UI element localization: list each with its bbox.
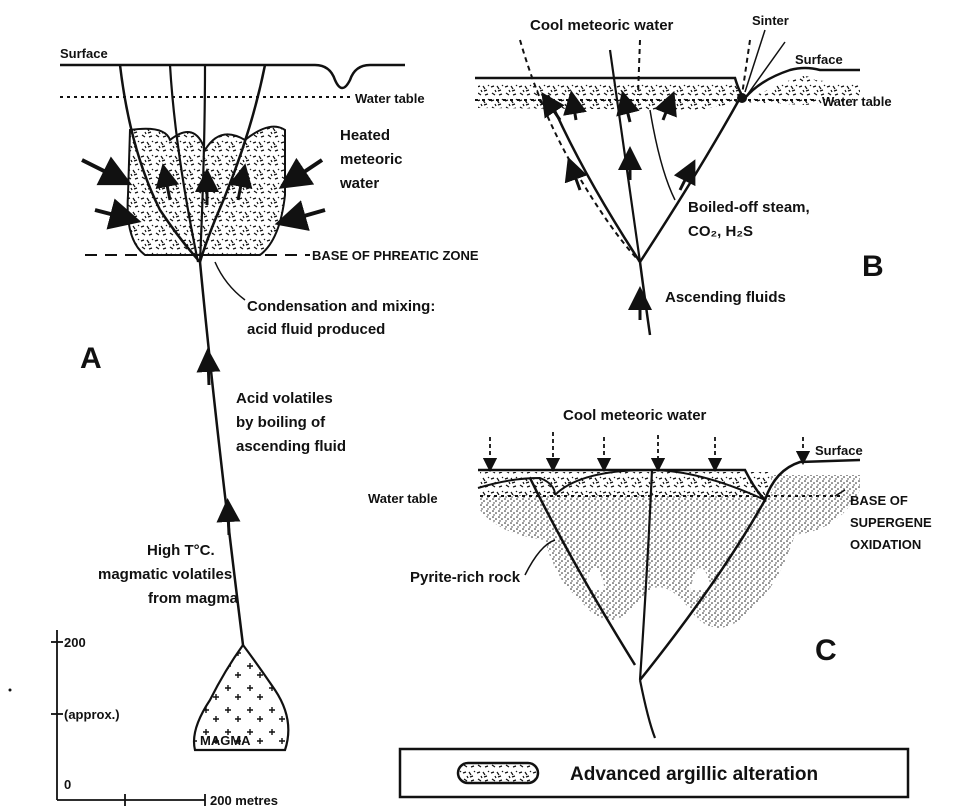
- panel-c: Cool meteoric water Surface Water table …: [368, 407, 932, 738]
- heated-label-2: meteoric: [340, 151, 403, 168]
- ascending-label: Ascending fluids: [665, 289, 786, 306]
- acid-label-1: Acid volatiles: [236, 390, 333, 407]
- cool-water-label-c: Cool meteoric water: [563, 407, 707, 424]
- scale-0-label: 0: [64, 777, 71, 792]
- fracture-b-left: [520, 40, 640, 262]
- leader-steam: [650, 110, 675, 200]
- surface-label-a: Surface: [60, 46, 108, 61]
- legend: Advanced argillic alteration: [400, 749, 908, 797]
- water-table-label-a: Water table: [355, 91, 425, 106]
- pyrite-label: Pyrite-rich rock: [410, 569, 521, 586]
- heated-label-1: Heated: [340, 127, 390, 144]
- acid-label-2: by boiling of: [236, 414, 326, 431]
- base-phreatic-label: BASE OF PHREATIC ZONE: [312, 248, 479, 263]
- acid-label-3: ascending fluid: [236, 438, 346, 455]
- arrow-up-b5: [572, 168, 580, 190]
- water-table-label-c: Water table: [368, 491, 438, 506]
- heated-label-3: water: [339, 175, 379, 192]
- condensation-label-2: acid fluid produced: [247, 321, 385, 338]
- arrow-in-4: [290, 210, 325, 220]
- panel-letter-b: B: [862, 250, 884, 283]
- arrow-in-3: [292, 160, 322, 180]
- scale-approx-label: (approx.): [64, 707, 120, 722]
- base-oxidation-label-1: BASE OF: [850, 493, 908, 508]
- panel-a: Surface Water table Heated meteoric wate…: [9, 46, 479, 808]
- sinter-dot: [737, 93, 747, 103]
- hightc-label-2: magmatic volatiles: [98, 566, 232, 583]
- fracture-b-left-solid: [548, 95, 640, 262]
- hightc-label-1: High T°C.: [147, 542, 215, 559]
- hightc-label-3: from magma: [148, 590, 239, 607]
- panel-letter-a: A: [80, 342, 102, 375]
- surface-label-b: Surface: [795, 52, 843, 67]
- condensation-label-1: Condensation and mixing:: [247, 298, 435, 315]
- cool-water-label-b: Cool meteoric water: [530, 17, 674, 34]
- sinter-label: Sinter: [752, 13, 789, 28]
- arrow-in-1: [82, 160, 118, 178]
- arrow-in-2: [95, 210, 126, 218]
- water-table-label-b: Water table: [822, 94, 892, 109]
- scale-200-label: 200: [64, 635, 86, 650]
- surface-line-a: [60, 65, 405, 88]
- scale-metres-label: 200 metres: [210, 793, 278, 808]
- steam-label-2: CO₂, H₂S: [688, 223, 753, 240]
- fracture-b-mid: [610, 50, 640, 262]
- conduit-c: [640, 680, 655, 738]
- legend-swatch: [458, 763, 538, 783]
- base-oxidation-label-2: SUPERGENE: [850, 515, 932, 530]
- legend-label: Advanced argillic alteration: [570, 764, 818, 785]
- panel-letter-c: C: [815, 634, 837, 667]
- alteration-zone-c: [480, 472, 773, 495]
- arrow-up-conduit-1: [208, 360, 209, 385]
- stray-dot: [9, 689, 12, 692]
- steam-label-1: Boiled-off steam,: [688, 199, 810, 216]
- down-arrows-c: [490, 432, 803, 465]
- surface-label-c: Surface: [815, 443, 863, 458]
- magma-label: MAGMA: [200, 733, 251, 748]
- panel-b: Cool meteoric water Sinter Surface Water…: [475, 13, 892, 335]
- arrow-up-conduit-2: [228, 510, 229, 535]
- base-oxidation-label-3: OXIDATION: [850, 537, 921, 552]
- oxidation-zone: [480, 475, 860, 628]
- leader-condensation: [215, 262, 245, 300]
